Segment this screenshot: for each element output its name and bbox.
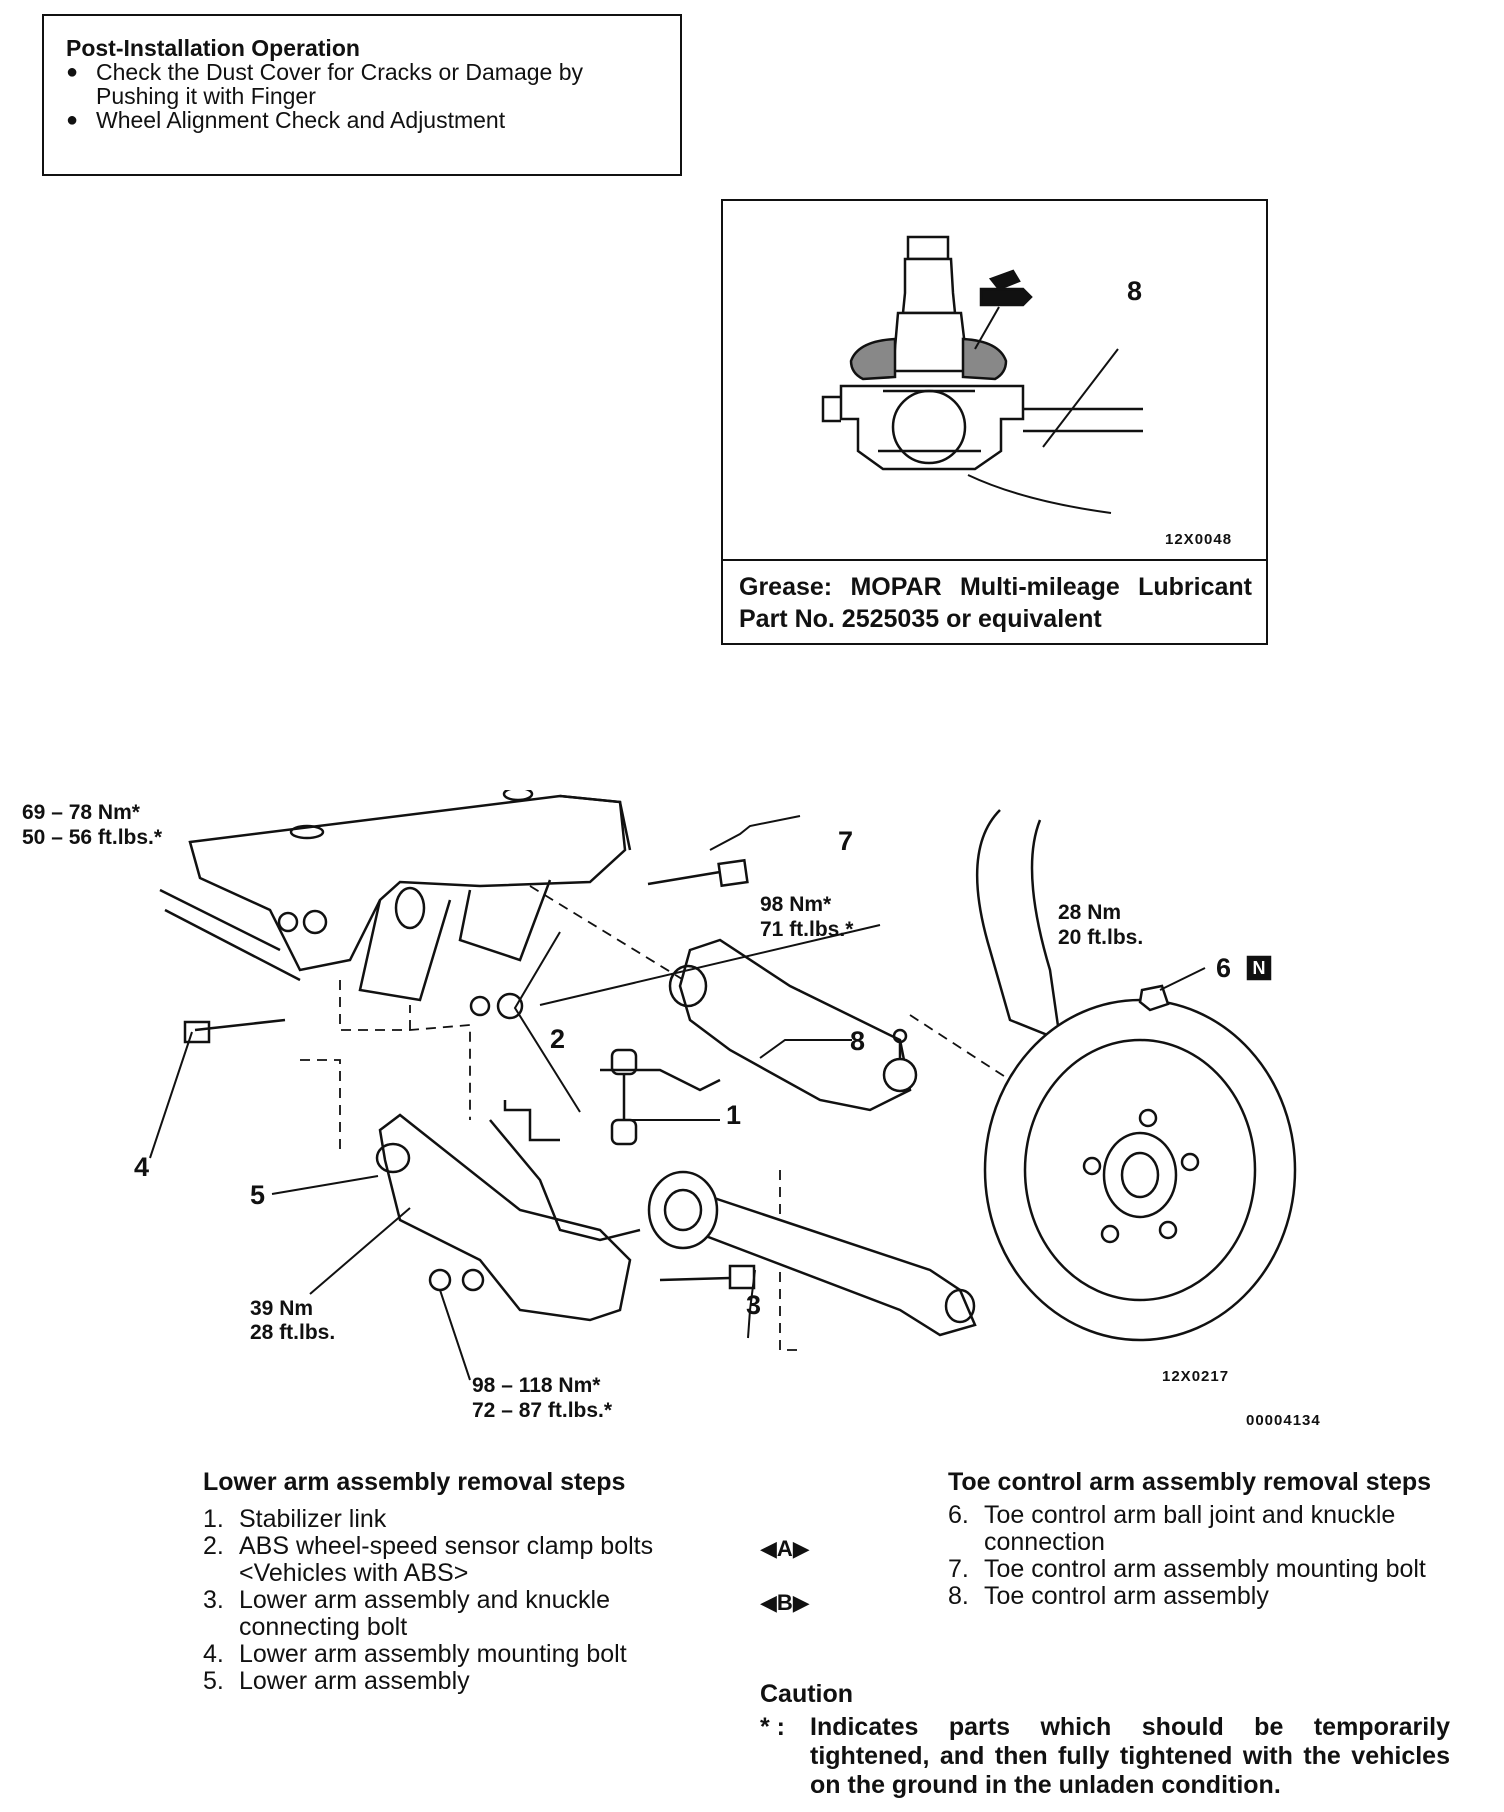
step-text: ABS wheel-speed sensor clamp bolts <Vehi…: [239, 1532, 654, 1587]
ball-joint-figure: 8 12X0048 Grease: MOPAR Multi-mileage Lu…: [721, 199, 1268, 645]
list-item: 8. Toe control arm assembly: [948, 1583, 1448, 1610]
list-item: 5. Lower arm assembly: [203, 1668, 703, 1695]
post-installation-box: Post-Installation Operation ● Check the …: [42, 14, 682, 176]
figure-code: 12X0217: [1162, 1368, 1230, 1385]
lower-arm-step-list: 1. Stabilizer link 2. ABS wheel-speed sens…: [203, 1506, 703, 1695]
list-item: 2. ABS wheel-speed sensor clamp bolts <Ve…: [203, 1533, 703, 1587]
caution-block: Caution * : Indicates parts which should…: [760, 1680, 1450, 1800]
torque-label: 20 ft.lbs.: [1058, 926, 1144, 949]
list-item: 6. Toe control arm ball joint and knuckle…: [948, 1502, 1448, 1556]
ball-joint-drawing: [821, 235, 1143, 514]
step-number: 8.: [948, 1582, 969, 1610]
callout-7: 7: [838, 826, 854, 856]
caution-symbol: * :: [760, 1713, 785, 1741]
caution-text: Indicates parts which should be temporar…: [810, 1713, 1450, 1799]
torque-label: 28 ft.lbs.: [250, 1321, 336, 1344]
step-text: Toe control arm assembly mounting bolt: [984, 1555, 1426, 1583]
step-text: Lower arm assembly: [239, 1667, 470, 1695]
post-installation-item: ● Check the Dust Cover for Cracks or Dam…: [66, 60, 662, 108]
caution-row: * : Indicates parts which should be temp…: [760, 1713, 1450, 1800]
step-number: 4.: [203, 1640, 224, 1668]
torque-label: 39 Nm: [250, 1297, 314, 1320]
torque-label: 98 Nm*: [760, 893, 832, 916]
callout-4: 4: [134, 1152, 150, 1182]
list-item: 4. Lower arm assembly mounting bolt: [203, 1641, 703, 1668]
callout-2: 2: [550, 1024, 566, 1054]
callout-8: 8: [850, 1026, 866, 1056]
marker-a: ◀A▶: [760, 1536, 810, 1561]
post-installation-item: ● Wheel Alignment Check and Adjustment: [66, 108, 662, 132]
step-number: 5.: [203, 1667, 224, 1695]
step-number: 7.: [948, 1555, 969, 1583]
marker-b: ◀B▶: [760, 1590, 810, 1615]
step-text: Lower arm assembly mounting bolt: [239, 1640, 627, 1668]
post-installation-item-text: Check the Dust Cover for Cracks or Damag…: [96, 59, 584, 109]
toe-arm-steps-title: Toe control arm assembly removal steps: [948, 1468, 1432, 1496]
lower-arm-steps-title: Lower arm assembly removal steps: [203, 1468, 626, 1496]
step-number: 3.: [203, 1586, 224, 1614]
step-text: Toe control arm assembly: [984, 1582, 1269, 1610]
bullet-icon: ●: [66, 109, 79, 131]
step-text: Lower arm assembly and knuckle connectin…: [239, 1586, 610, 1641]
callout-1: 1: [726, 1100, 742, 1130]
figure-code: 12X0048: [1165, 531, 1233, 548]
torque-label: 28 Nm: [1058, 901, 1122, 924]
lower-arm-steps: Lower arm assembly removal steps 1. Stabi…: [203, 1468, 703, 1695]
post-installation-item-text: Wheel Alignment Check and Adjustment: [96, 107, 506, 133]
callout-6: 6: [1216, 953, 1232, 983]
post-installation-title: Post-Installation Operation: [66, 35, 360, 61]
toe-arm-steps: Toe control arm assembly removal steps 6…: [948, 1468, 1448, 1610]
suspension-assembly-figure: 69 – 78 Nm* 50 – 56 ft.lbs.* 98 Nm* 71 f…: [0, 790, 1504, 1440]
bullet-icon: ●: [66, 61, 79, 83]
list-item: 7. Toe control arm assembly mounting bolt: [948, 1556, 1448, 1583]
callout-8: 8: [1127, 276, 1143, 306]
torque-label: 71 ft.lbs.*: [760, 918, 854, 941]
suspension-drawing: [149, 790, 1297, 1381]
toe-arm-step-list: 6. Toe control arm ball joint and knuckle…: [948, 1502, 1448, 1610]
torque-label: 69 – 78 Nm*: [22, 801, 140, 824]
list-item: 1. Stabilizer link: [203, 1506, 703, 1533]
list-item: 3. Lower arm assembly and knuckle connect…: [203, 1587, 703, 1641]
grease-caption: Grease: MOPAR Multi-mileage Lubricant Pa…: [723, 559, 1266, 643]
torque-label: 72 – 87 ft.lbs.*: [472, 1399, 613, 1422]
step-number: 6.: [948, 1501, 969, 1529]
step-number: 1.: [203, 1505, 224, 1533]
step-number: 2.: [203, 1532, 224, 1560]
step-text: Toe control arm ball joint and knuckle c…: [984, 1501, 1396, 1556]
torque-label: 98 – 118 Nm*: [472, 1374, 601, 1397]
callout-5: 5: [250, 1180, 266, 1210]
torque-label: 50 – 56 ft.lbs.*: [22, 826, 163, 849]
step-text: Stabilizer link: [239, 1505, 387, 1533]
new-part-badge: N: [1252, 958, 1266, 978]
caution-title: Caution: [760, 1680, 854, 1708]
callout-3: 3: [746, 1290, 762, 1320]
document-code: 00004134: [1246, 1412, 1321, 1429]
